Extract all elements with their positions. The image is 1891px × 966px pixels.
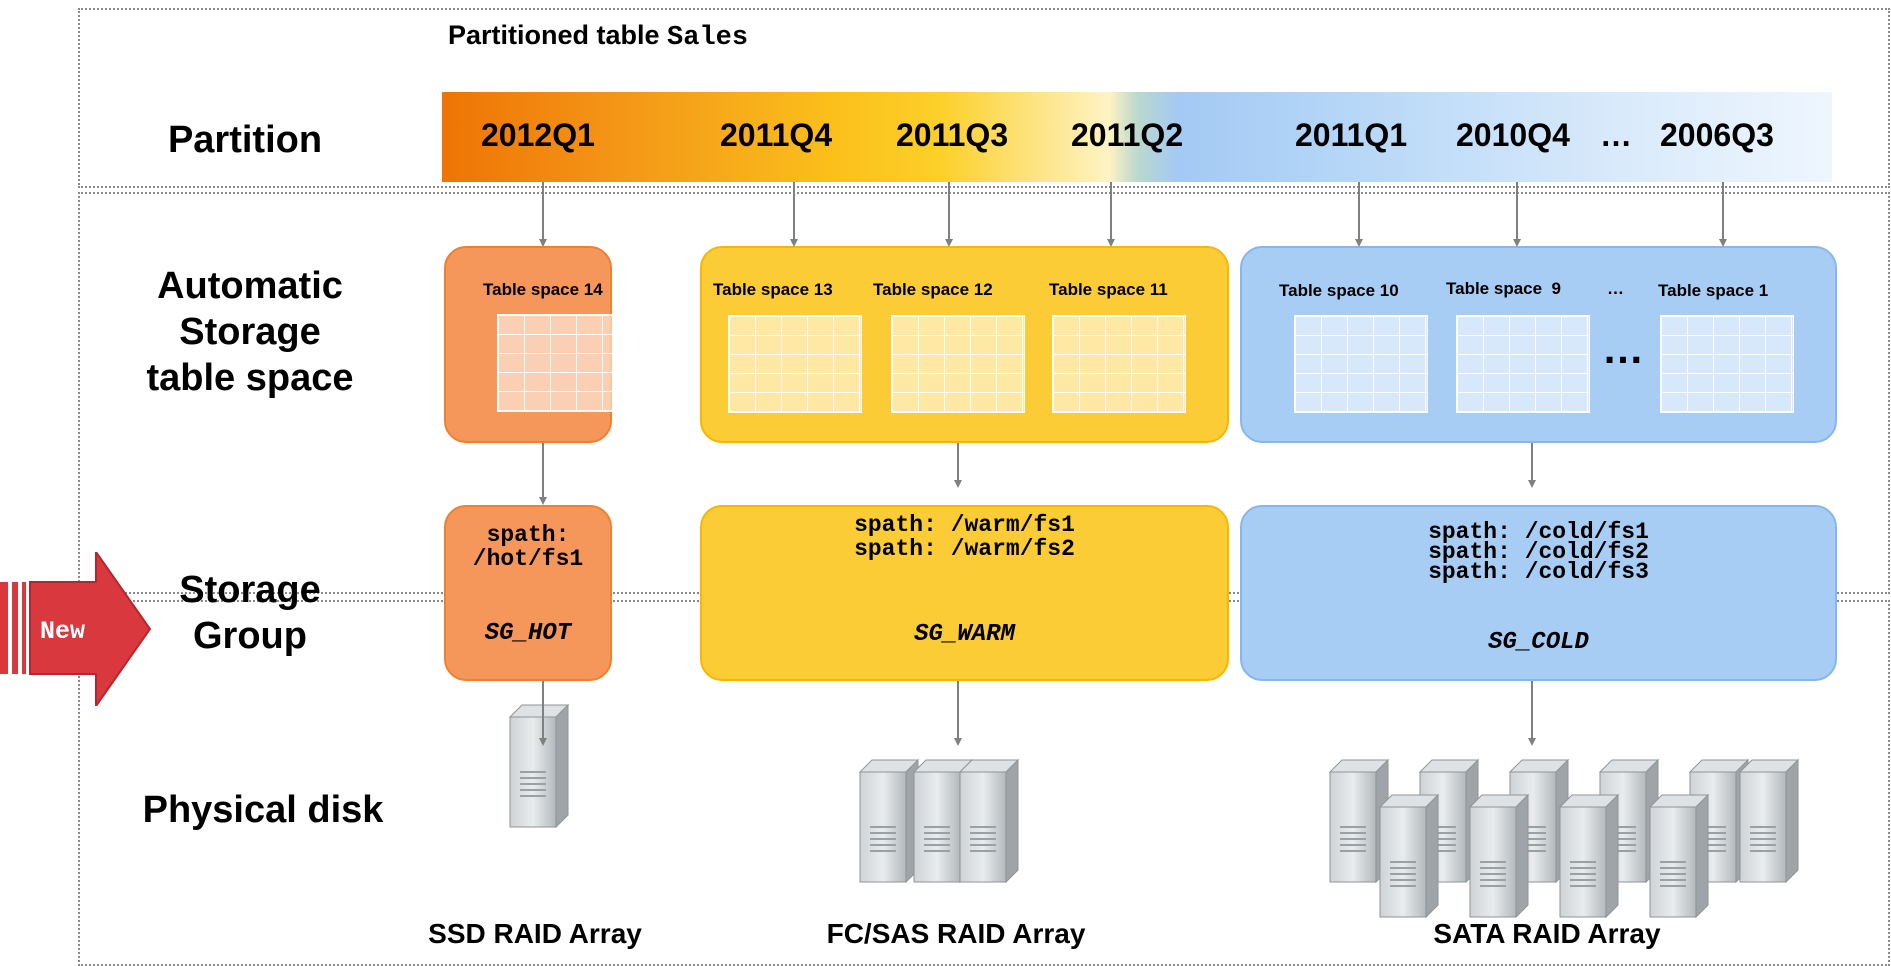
sg-warm-paths: spath: /warm/fs1 spath: /warm/fs2 bbox=[854, 512, 1075, 562]
table-grid-icon bbox=[1456, 315, 1590, 413]
tablespace-label: Table space 12 bbox=[873, 280, 993, 299]
diagram-title: Partitioned table Sales bbox=[448, 20, 748, 53]
row-label-physical-disk: Physical disk bbox=[142, 789, 384, 831]
partition-label: 2006Q3 bbox=[1660, 117, 1774, 153]
title-prefix: Partitioned table bbox=[448, 20, 660, 50]
new-badge: New bbox=[40, 617, 86, 646]
sg-cold-paths: spath: /cold/fs1 spath: /cold/fs2 spath:… bbox=[1428, 519, 1649, 585]
table-name: Sales bbox=[667, 23, 749, 53]
partition-ellipsis: … bbox=[1600, 117, 1632, 153]
table-grid-icon bbox=[1660, 315, 1794, 413]
tablespace-label: Table space 1 bbox=[1658, 281, 1769, 300]
row-label-storage-group: Storage Group bbox=[179, 569, 321, 657]
tablespace-label: Table space 11 bbox=[1049, 280, 1168, 299]
disk-array-label: FC/SAS RAID Array bbox=[826, 918, 1086, 949]
row-label-partition: Partition bbox=[167, 119, 323, 161]
partition-panel bbox=[78, 8, 1890, 188]
table-grid-icon bbox=[1294, 315, 1428, 413]
sg-warm-name: SG_WARM bbox=[914, 621, 1015, 648]
table-grid-icon bbox=[891, 315, 1025, 413]
disk-array-label: SATA RAID Array bbox=[1433, 918, 1661, 949]
sg-cold-name: SG_COLD bbox=[1488, 629, 1589, 656]
partition-label: 2010Q4 bbox=[1456, 117, 1570, 153]
table-grid-icon bbox=[1052, 315, 1186, 413]
partition-bar bbox=[442, 92, 1832, 182]
tablespace-label: Table space 9 bbox=[1446, 279, 1561, 298]
storage-group-warm bbox=[700, 505, 1229, 681]
storage-group-hot bbox=[444, 505, 612, 681]
partition-label: 2011Q2 bbox=[1071, 117, 1184, 153]
row-label-tablespace: Automatic Storage table space bbox=[146, 265, 354, 399]
sg-hot-name: SG_HOT bbox=[484, 620, 572, 647]
storage-group-cold bbox=[1240, 505, 1837, 681]
disk-array-label: SSD RAID Array bbox=[428, 918, 642, 949]
tablespace-label: Table space 13 bbox=[713, 280, 833, 299]
partition-label: 2012Q1 bbox=[481, 117, 595, 153]
sg-hot-paths: spath: /hot/fs1 bbox=[472, 522, 584, 572]
new-arrow-icon bbox=[0, 552, 152, 706]
partition-label: 2011Q3 bbox=[896, 117, 1009, 153]
tablespace-label: Table space 10 bbox=[1279, 281, 1399, 300]
tablespace-ellipsis-small: … bbox=[1607, 279, 1624, 298]
tablespace-label: Table space 14 bbox=[483, 280, 603, 299]
partition-label: 2011Q4 bbox=[720, 117, 833, 153]
partition-label: 2011Q1 bbox=[1295, 117, 1408, 153]
table-grid-icon bbox=[728, 315, 862, 413]
tablespace-ellipsis: … bbox=[1602, 325, 1644, 372]
table-grid-icon bbox=[497, 314, 631, 412]
